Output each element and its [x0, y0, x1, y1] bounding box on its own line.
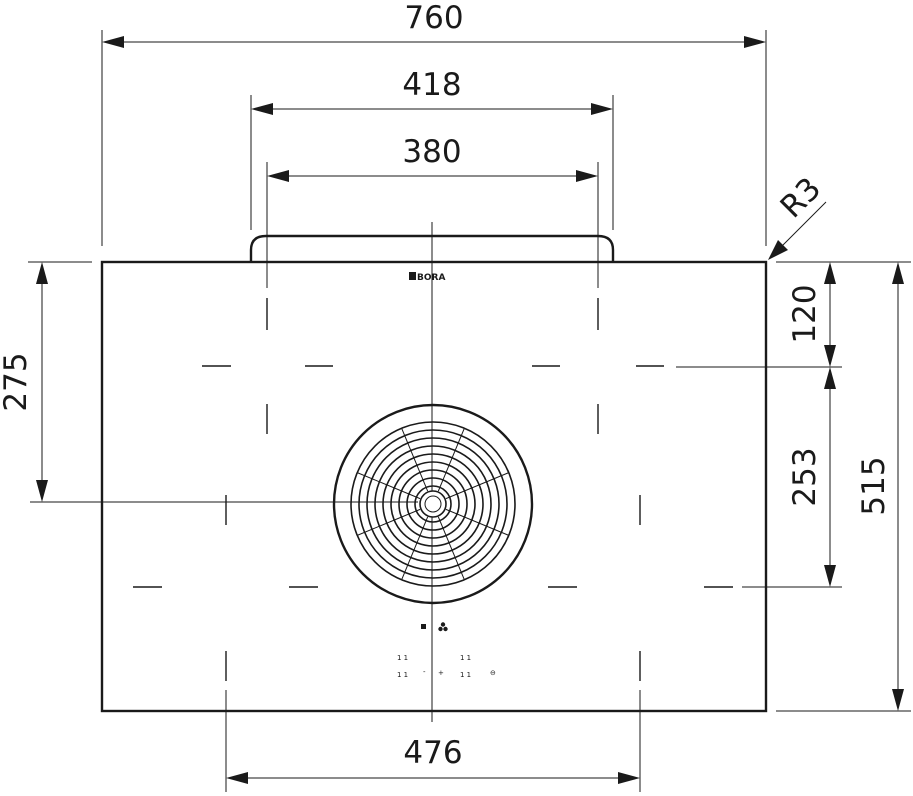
right-slider-label: 1 1	[460, 654, 471, 662]
right-slider-label: 1 1	[460, 671, 471, 679]
dim-bottom-width: 476	[226, 735, 640, 784]
brand-logo: BORA	[409, 272, 445, 283]
grille-spoke	[445, 472, 509, 500]
dim-overall-width-label: 760	[404, 0, 463, 36]
dim-cutout-inner: 380	[267, 134, 598, 182]
left-slider-label: 1 1	[397, 654, 408, 662]
grille-spoke	[357, 508, 421, 536]
extractor-hub	[419, 490, 447, 518]
dim-top-depth-label: 120	[787, 284, 823, 343]
dim-cutout-outer: 418	[251, 67, 613, 115]
grille-spoke	[401, 516, 429, 580]
grille-ring	[406, 477, 460, 531]
power-icon: ⊖	[490, 669, 496, 677]
brand-logo-text: BORA	[417, 273, 445, 283]
dim-left-depth-label: 275	[0, 352, 34, 411]
grille-spoke	[445, 508, 509, 536]
grille-ring	[382, 453, 484, 555]
dim-middle-depth-label: 253	[787, 447, 823, 506]
dim-left-depth: 275	[0, 262, 48, 502]
extractor-outer-ring	[332, 403, 534, 605]
grille-spoke	[437, 516, 465, 580]
grille-ring	[398, 469, 468, 539]
grille-spoke	[401, 428, 429, 492]
grille-ring	[350, 421, 516, 587]
dim-bottom-width-label: 476	[403, 735, 462, 771]
grille-rings	[350, 421, 516, 587]
control-panel: 1 1 1 1 - + 1 1 1 1 ⊖	[397, 622, 496, 679]
dim-overall-width: 760	[102, 0, 766, 48]
grille-ring	[358, 429, 508, 579]
fan-icon	[438, 622, 448, 632]
left-slider-label: 1 1	[397, 671, 408, 679]
dim-overall-depth: 515	[856, 262, 904, 711]
grille-ring	[366, 437, 500, 571]
brand-logo-mark	[409, 272, 416, 280]
dim-top-depth: 120	[787, 262, 836, 367]
extractor-grille	[332, 403, 534, 605]
grille-spokes	[357, 428, 509, 580]
pan-icon	[421, 624, 426, 629]
grille-ring	[414, 485, 452, 523]
dim-corner-radius-label: R3	[774, 171, 829, 226]
extension-lines	[28, 30, 911, 792]
grille-ring	[374, 445, 492, 563]
plus-label: +	[438, 669, 444, 677]
dim-cutout-outer-label: 418	[402, 67, 461, 103]
grille-spoke	[437, 428, 465, 492]
grille-ring	[390, 461, 476, 547]
dim-overall-depth-label: 515	[856, 456, 892, 515]
dim-corner-radius: R3	[768, 171, 828, 260]
minus-label: -	[423, 668, 426, 676]
cooking-zone-marks	[133, 298, 733, 681]
dim-middle-depth: 253	[787, 367, 836, 587]
cooktop-outline	[100, 260, 768, 713]
extractor-hub-inner	[424, 495, 442, 513]
dim-cutout-inner-label: 380	[402, 134, 461, 170]
grille-spoke	[357, 472, 421, 500]
